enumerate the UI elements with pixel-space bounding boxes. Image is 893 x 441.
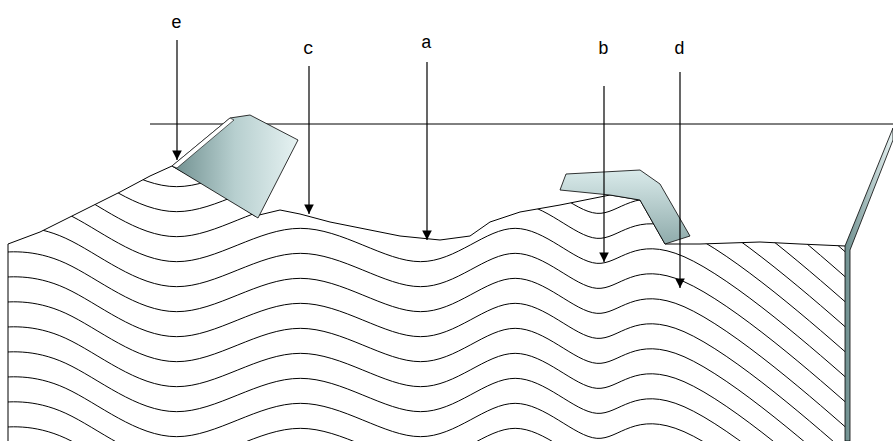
stratum-line [0, 202, 893, 425]
leader-arrow [603, 86, 604, 262]
erosion-remnant-cap [560, 170, 690, 244]
block-left-edge [8, 244, 9, 441]
stratum-line [0, 52, 893, 275]
stratum-line [0, 252, 893, 441]
stratum-line [0, 102, 893, 325]
stratum-line [0, 77, 893, 300]
leader-arrow [308, 66, 309, 214]
stratum-line [0, 277, 893, 441]
stratum-line [0, 27, 893, 250]
callout-letter: c [303, 40, 314, 58]
cap-highlight [172, 118, 234, 168]
stratum-line [0, 227, 893, 441]
stratum-line [0, 0, 893, 175]
callout-letter: a [421, 34, 432, 52]
leader-arrows [177, 40, 680, 288]
stratum-line [0, 2, 893, 225]
stratum-line [0, 177, 893, 400]
callout-letter: e [171, 14, 182, 32]
callout-letter: b [598, 40, 609, 58]
stratum-line [0, 0, 893, 200]
stratum-line [0, 427, 893, 441]
stratum-line [0, 327, 893, 441]
erosion-remnant-cap [172, 115, 298, 218]
stratum-line [0, 152, 893, 375]
stratum-line [0, 127, 893, 350]
leader-arrow [679, 72, 680, 288]
stratum-line [0, 377, 893, 441]
leader-arrow [426, 62, 427, 240]
stratum-line [0, 352, 893, 441]
stratum-line [0, 302, 893, 441]
leader-arrow [176, 40, 177, 160]
block-side-face [845, 128, 893, 441]
callout-letter: d [674, 40, 685, 58]
stratum-line [0, 402, 893, 441]
